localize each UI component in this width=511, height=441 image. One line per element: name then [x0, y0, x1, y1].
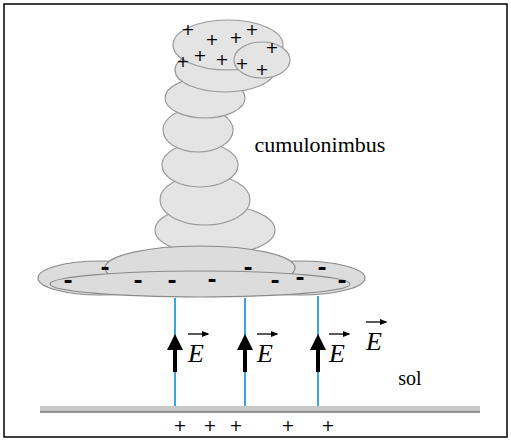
- charge-sign: +: [173, 418, 186, 434]
- cloud-name: cumulonimbus: [255, 134, 386, 156]
- charge-sign: +: [203, 418, 216, 434]
- field-arrow: [173, 342, 177, 372]
- field-line: [317, 296, 319, 406]
- charge-sign: -: [63, 270, 72, 292]
- charge-sign: -: [207, 269, 216, 291]
- vector-mark: [257, 333, 277, 334]
- charge-sign: +: [229, 30, 242, 46]
- charge-sign: -: [243, 257, 252, 279]
- charge-sign: +: [235, 56, 248, 72]
- charge-sign: -: [337, 270, 346, 292]
- charge-sign: +: [321, 418, 334, 434]
- field-arrow: [316, 342, 320, 372]
- cloud-puff: [234, 42, 290, 78]
- field-line: [244, 298, 246, 406]
- charge-sign: -: [133, 270, 142, 292]
- field-symbol: E: [366, 329, 382, 355]
- charge-sign: +: [181, 22, 194, 38]
- field-arrow: [243, 342, 247, 372]
- field-symbol: E: [329, 341, 345, 367]
- ground-line: [40, 411, 480, 413]
- charge-sign: -: [270, 270, 279, 292]
- charge-sign: +: [265, 40, 278, 56]
- cloud-puff: [50, 271, 350, 297]
- charge-sign: +: [255, 62, 268, 78]
- charge-sign: +: [215, 52, 228, 68]
- charge-sign: -: [317, 257, 326, 279]
- charge-sign: +: [245, 22, 258, 38]
- ground-name: sol: [398, 368, 421, 388]
- charge-sign: -: [100, 257, 109, 279]
- charge-sign: +: [193, 48, 206, 64]
- field-lines: [175, 296, 318, 406]
- ground: [40, 406, 480, 412]
- charge-sign: +: [205, 32, 218, 48]
- ground-band: [40, 406, 480, 412]
- field-line: [174, 298, 176, 406]
- charge-sign: -: [295, 267, 304, 289]
- vector-mark: [188, 333, 208, 334]
- vector-arrows: [188, 322, 386, 334]
- charge-sign: +: [281, 418, 294, 434]
- vector-mark: [329, 333, 349, 334]
- cloud-base: [38, 246, 365, 297]
- charge-sign: +: [229, 418, 242, 434]
- field-symbol: E: [257, 341, 273, 367]
- field-arrows: [175, 342, 318, 372]
- charge-sign: -: [167, 270, 176, 292]
- vector-mark: [366, 321, 386, 322]
- field-symbol: E: [188, 341, 204, 367]
- charge-sign: +: [176, 54, 189, 70]
- frame-border: [4, 4, 507, 437]
